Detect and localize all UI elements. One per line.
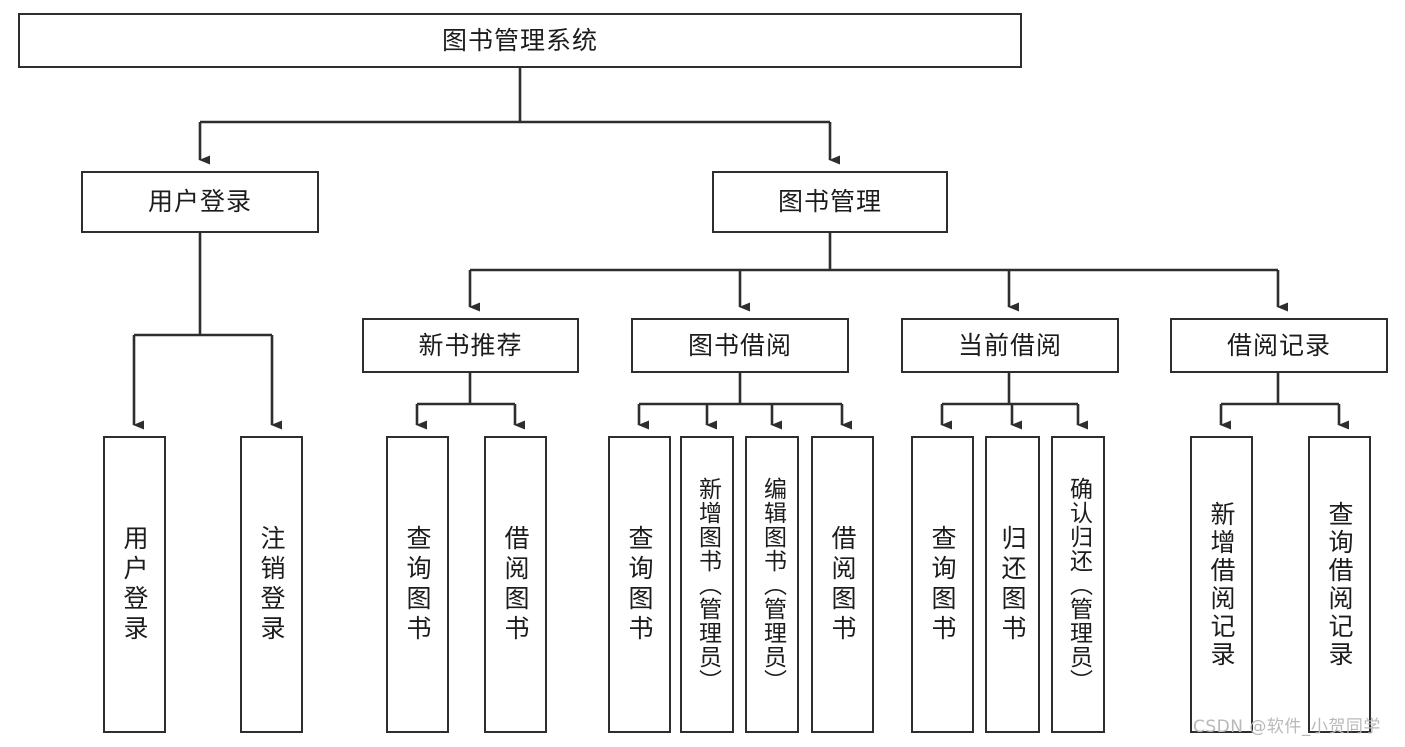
node-label: 查询图书 bbox=[403, 524, 432, 645]
connector-root-to-level2 bbox=[198, 68, 840, 165]
node-label: 图书管理系统 bbox=[441, 25, 598, 55]
connector-currentborrow-to-leaves bbox=[940, 373, 1088, 430]
leaf-query-book-2[interactable]: 查询图书 bbox=[608, 436, 671, 733]
node-label: 新增图书（管理员） bbox=[694, 476, 721, 693]
leaf-add-record[interactable]: 新增借阅记录 bbox=[1190, 436, 1253, 733]
node-label: 注销登录 bbox=[257, 524, 286, 645]
node-label: 归还图书 bbox=[998, 524, 1027, 645]
node-label: 借阅图书 bbox=[501, 524, 530, 645]
node-new-book-recommend[interactable]: 新书推荐 bbox=[362, 318, 579, 373]
leaf-query-book-3[interactable]: 查询图书 bbox=[911, 436, 974, 733]
node-label: 用户登录 bbox=[120, 524, 149, 645]
leaf-confirm-return[interactable]: 确认归还（管理员） bbox=[1051, 436, 1105, 733]
leaf-return-book[interactable]: 归还图书 bbox=[985, 436, 1040, 733]
node-book-borrow[interactable]: 图书借阅 bbox=[631, 318, 849, 373]
leaf-borrow-book-2[interactable]: 借阅图书 bbox=[811, 436, 874, 733]
node-label: 借阅记录 bbox=[1226, 330, 1331, 360]
node-label: 查询图书 bbox=[625, 524, 654, 645]
leaf-edit-book[interactable]: 编辑图书（管理员） bbox=[745, 436, 799, 733]
node-label: 借阅图书 bbox=[828, 524, 857, 645]
node-user-login[interactable]: 用户登录 bbox=[81, 171, 319, 233]
connector-bookborrow-to-leaves bbox=[637, 373, 852, 430]
node-label: 用户登录 bbox=[147, 187, 252, 217]
connector-borrowrecord-to-leaves bbox=[1219, 373, 1349, 430]
leaf-logout[interactable]: 注销登录 bbox=[240, 436, 303, 733]
node-label: 图书借阅 bbox=[687, 330, 792, 360]
leaf-user-login[interactable]: 用户登录 bbox=[103, 436, 166, 733]
node-label: 确认归还（管理员） bbox=[1065, 476, 1092, 693]
node-book-manage[interactable]: 图书管理 bbox=[712, 171, 948, 233]
node-label: 查询图书 bbox=[928, 524, 957, 645]
node-label: 编辑图书（管理员） bbox=[759, 476, 786, 693]
node-label: 新增借阅记录 bbox=[1207, 500, 1236, 669]
node-current-borrow[interactable]: 当前借阅 bbox=[901, 318, 1119, 373]
node-root-system[interactable]: 图书管理系统 bbox=[18, 13, 1022, 68]
connector-newbook-to-leaves bbox=[415, 373, 525, 430]
leaf-borrow-book-1[interactable]: 借阅图书 bbox=[484, 436, 547, 733]
node-label: 新书推荐 bbox=[418, 330, 523, 360]
leaf-query-record[interactable]: 查询借阅记录 bbox=[1308, 436, 1371, 733]
node-label: 图书管理 bbox=[777, 187, 882, 217]
connector-bookmanage-to-level3 bbox=[468, 233, 1288, 312]
connector-userlogin-to-leaves bbox=[132, 233, 282, 430]
node-borrow-record[interactable]: 借阅记录 bbox=[1170, 318, 1388, 373]
leaf-query-book-1[interactable]: 查询图书 bbox=[386, 436, 449, 733]
leaf-add-book[interactable]: 新增图书（管理员） bbox=[680, 436, 734, 733]
node-label: 当前借阅 bbox=[957, 330, 1062, 360]
node-label: 查询借阅记录 bbox=[1325, 500, 1354, 669]
